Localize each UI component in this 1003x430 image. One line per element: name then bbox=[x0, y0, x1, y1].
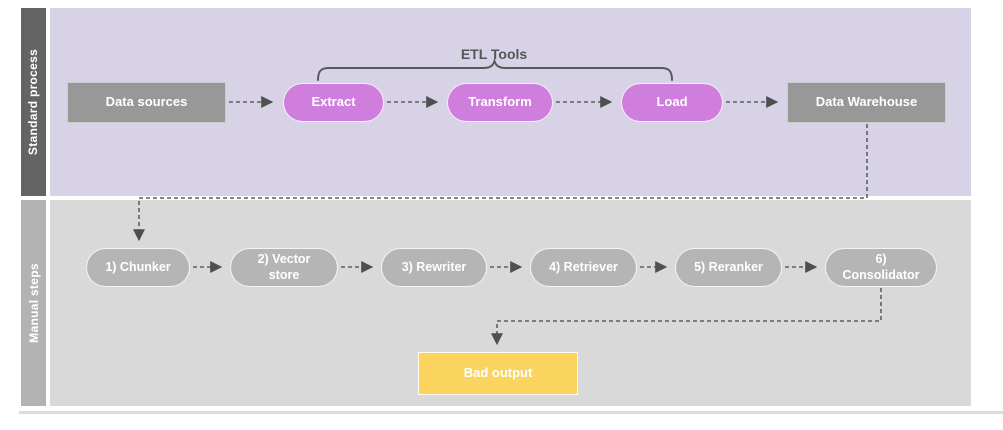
node-chunker: 1) Chunker bbox=[86, 248, 190, 287]
lane-manual-steps-bar: Manual steps bbox=[21, 200, 46, 406]
lane-standard-process-label: Standard process bbox=[26, 48, 41, 156]
node-retriever: 4) Retriever bbox=[530, 248, 637, 287]
etl-tools-annotation: ETL Tools bbox=[460, 46, 528, 62]
node-transform: Transform bbox=[447, 83, 553, 122]
node-reranker: 5) Reranker bbox=[675, 248, 782, 287]
lane-manual-steps-label: Manual steps bbox=[26, 263, 41, 343]
node-consolidator: 6) Consolidator bbox=[825, 248, 937, 287]
diagram-bottom-divider bbox=[19, 411, 1003, 414]
node-data-warehouse: Data Warehouse bbox=[787, 82, 946, 123]
node-load: Load bbox=[621, 83, 723, 122]
node-data-sources: Data sources bbox=[67, 82, 226, 123]
node-extract: Extract bbox=[283, 83, 384, 122]
node-bad-output: Bad output bbox=[418, 352, 578, 395]
node-rewriter: 3) Rewriter bbox=[381, 248, 487, 287]
node-vector-store: 2) Vector store bbox=[230, 248, 338, 287]
lane-standard-process-bar: Standard process bbox=[21, 8, 46, 196]
